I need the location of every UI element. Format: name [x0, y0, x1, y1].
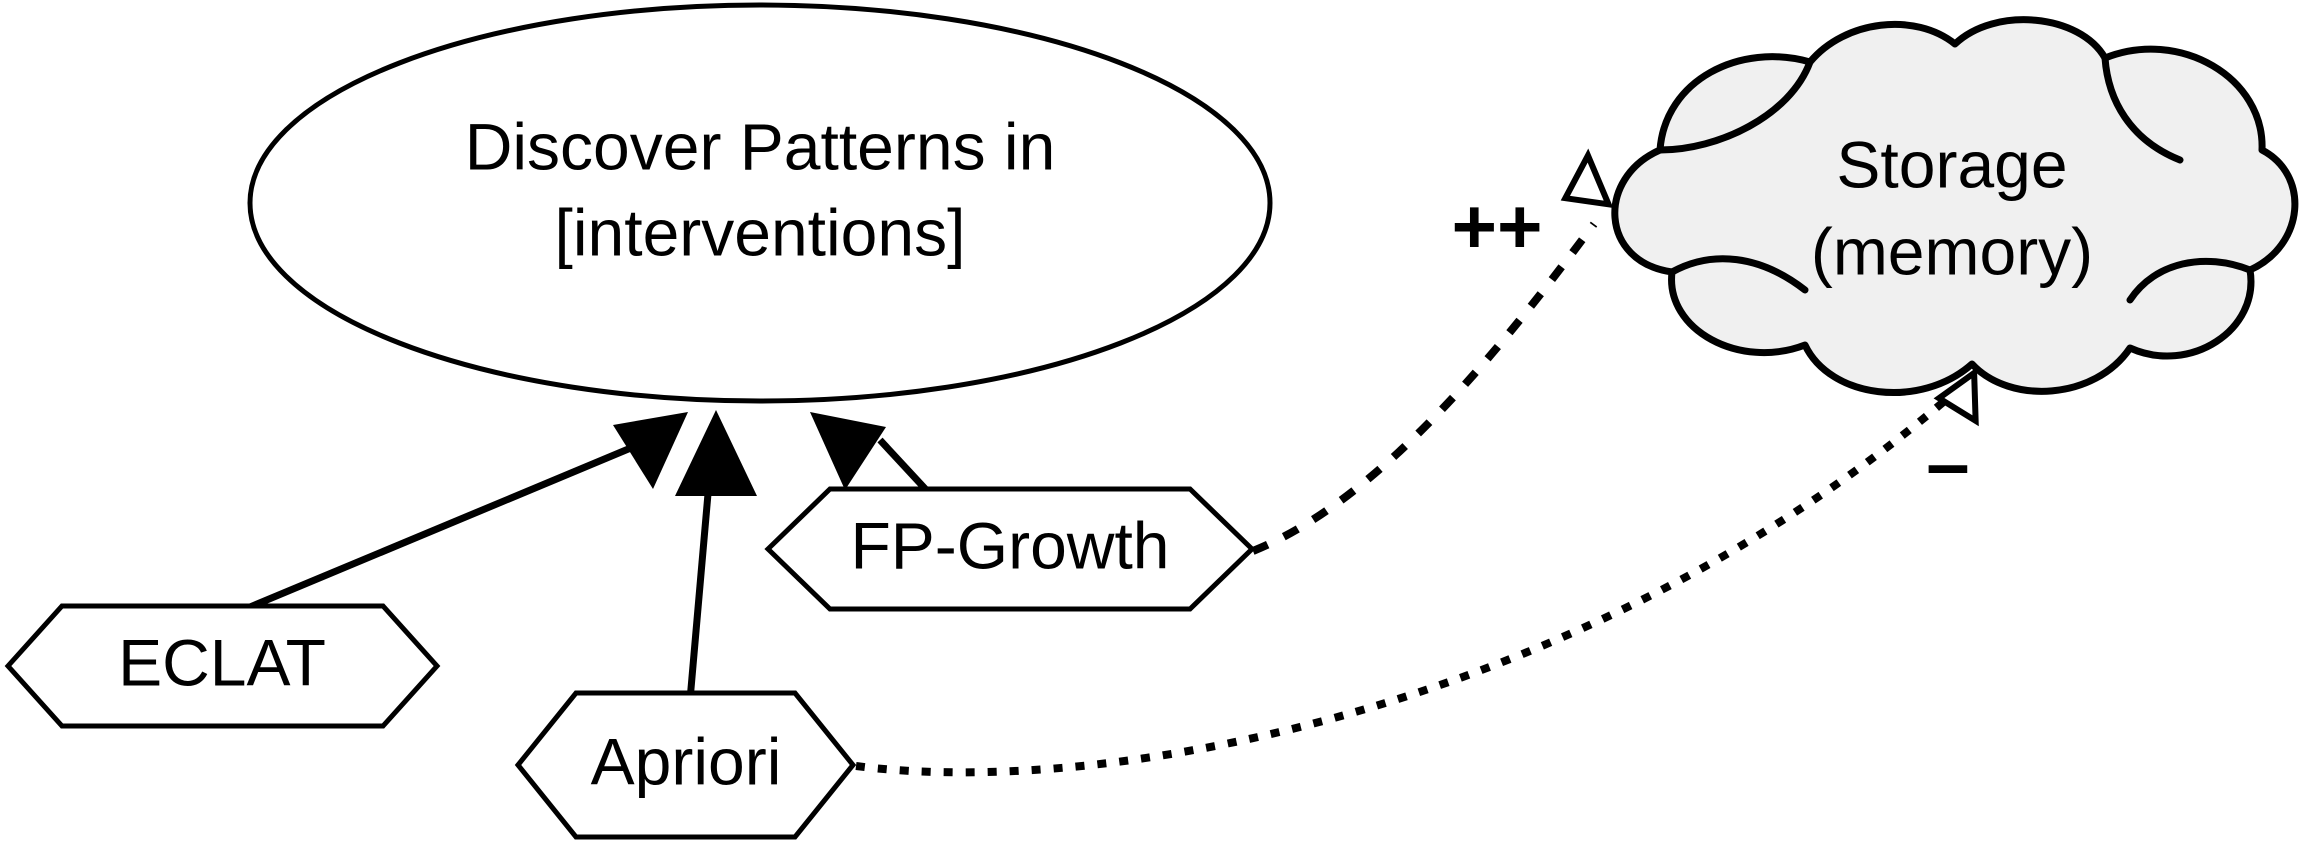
- contribution-links: [855, 221, 1958, 777]
- discover-patterns-goal[interactable]: Discover Patterns in [interventions]: [247, 2, 1273, 404]
- storage-memory-softgoal[interactable]: Storage (memory): [1611, 16, 2299, 396]
- fp-growth-node[interactable]: FP-Growth: [764, 486, 1256, 612]
- apriori-label: Apriori: [591, 724, 782, 798]
- fp-growth-contribution-arrowhead-icon: [1560, 148, 1614, 209]
- apriori-hexagon-shape[interactable]: [514, 690, 857, 840]
- cloud-shape[interactable]: [1611, 16, 2299, 396]
- fp-growth-to-storage-link[interactable]: [1251, 221, 1598, 555]
- storage-label-line2: (memory): [1811, 214, 2093, 288]
- fp-growth-to-goal-link[interactable]: [877, 437, 933, 497]
- storage-label-line1: Storage: [1836, 127, 2067, 201]
- apriori-contribution-arrowhead-icon: [1933, 367, 1979, 427]
- goal-ellipse-shape[interactable]: [247, 2, 1273, 404]
- goal-arrowheads: [613, 410, 886, 496]
- fp-growth-arrowhead-icon: [810, 412, 886, 490]
- eclat-to-goal-link[interactable]: [236, 436, 652, 616]
- apriori-arrowhead-icon: [675, 410, 757, 496]
- eclat-hexagon-shape[interactable]: [4, 603, 441, 729]
- eclat-label: ECLAT: [118, 625, 326, 699]
- eclat-node[interactable]: ECLAT: [4, 603, 441, 729]
- apriori-node[interactable]: Apriori: [514, 690, 857, 840]
- goal-label-line1: Discover Patterns in: [465, 109, 1056, 183]
- fp-growth-hexagon-shape[interactable]: [764, 486, 1256, 612]
- cloud-arrowheads: [1560, 148, 1979, 427]
- fp-growth-contribution-label: ++: [1451, 182, 1542, 270]
- apriori-contribution-label: –: [1926, 419, 1969, 507]
- goal-label-line2: [interventions]: [555, 195, 966, 269]
- fp-growth-label: FP-Growth: [850, 508, 1169, 582]
- cloud-bump-arcs: [1656, 54, 2254, 304]
- eclat-arrowhead-icon: [613, 412, 688, 489]
